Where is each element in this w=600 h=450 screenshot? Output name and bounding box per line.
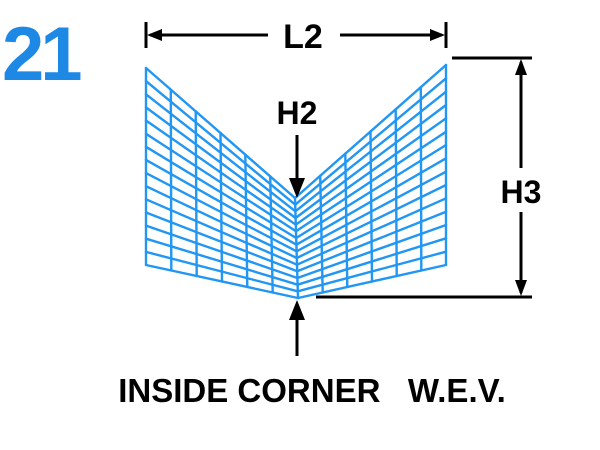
- grid-divider-left: [244, 153, 249, 289]
- figure-caption: INSIDE CORNER W.E.V.: [118, 372, 506, 409]
- grid-divider-right: [369, 130, 374, 283]
- h3-bottom-arrowhead: [515, 280, 527, 296]
- grid-divider-left: [169, 88, 173, 272]
- bottom-arrowhead: [289, 300, 305, 320]
- l2-left-arrowhead: [147, 29, 162, 41]
- grid-divider-left: [293, 196, 300, 300]
- louver-grid: [144, 63, 448, 300]
- grid-divider-right: [319, 174, 324, 294]
- bottom-arrow: [289, 300, 305, 356]
- h3-dimension: [316, 56, 532, 299]
- l2-right-arrowhead: [430, 29, 445, 41]
- h2-label: H2: [277, 95, 318, 131]
- grid-divider-right: [344, 152, 349, 289]
- grid-divider-left: [269, 175, 274, 294]
- l2-dimension: [144, 22, 448, 48]
- h3-label: H3: [501, 174, 542, 210]
- grid-divider-left: [219, 131, 224, 283]
- figure-number: 21: [2, 12, 81, 97]
- grid-divider-left: [194, 110, 198, 278]
- h3-top-arrowhead: [515, 59, 527, 75]
- grid-divider-right: [419, 85, 423, 272]
- h2-arrowhead: [289, 178, 305, 198]
- l2-label: L2: [283, 18, 323, 56]
- h2-arrow: [289, 135, 305, 198]
- grid-divider-right: [394, 108, 398, 278]
